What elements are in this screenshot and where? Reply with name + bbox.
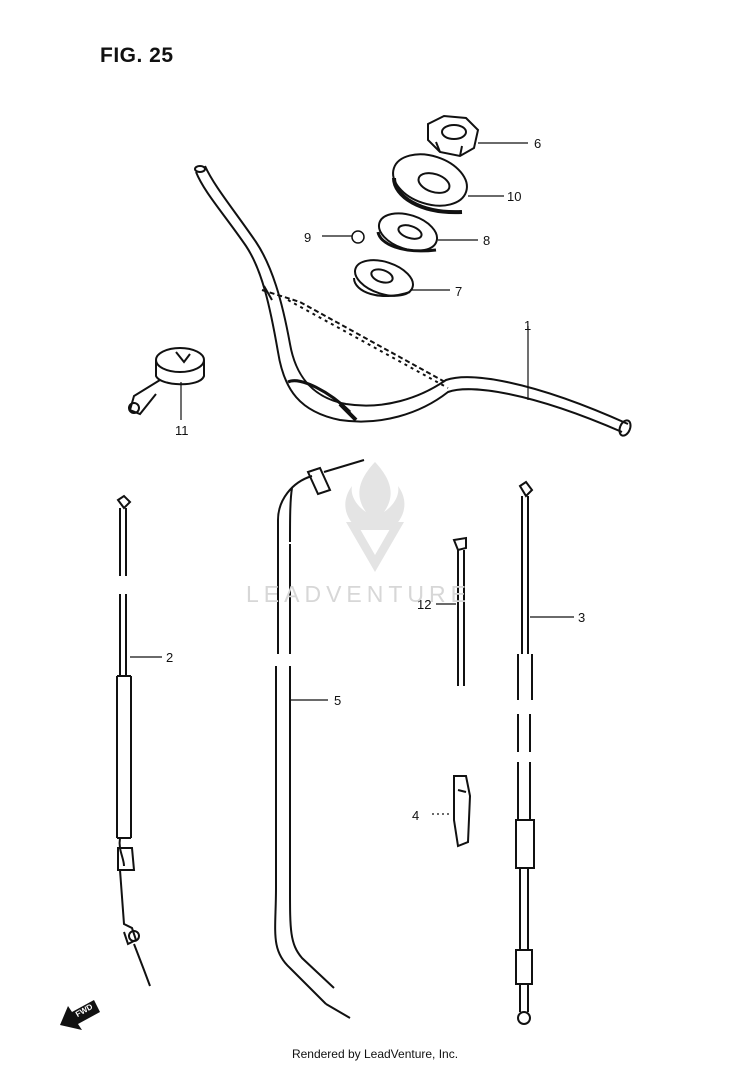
callout-5: 5 bbox=[334, 693, 342, 708]
cable-2 bbox=[116, 494, 151, 987]
callout-9: 9 bbox=[304, 230, 312, 245]
ball bbox=[351, 230, 365, 244]
callout-8: 8 bbox=[483, 233, 491, 248]
clip bbox=[453, 775, 472, 848]
figure-title: FIG. 25 bbox=[100, 44, 174, 67]
callout-4: 4 bbox=[412, 808, 420, 823]
callout-6: 6 bbox=[534, 136, 542, 151]
washer-large bbox=[392, 153, 468, 215]
nut bbox=[427, 114, 480, 158]
watermark-logo bbox=[345, 462, 405, 572]
cable-tie bbox=[452, 536, 467, 686]
callout-2: 2 bbox=[166, 650, 174, 665]
washer-medium bbox=[376, 212, 439, 253]
leader-lines bbox=[130, 142, 574, 815]
callout-1: 1 bbox=[524, 318, 532, 333]
throttle-grip bbox=[128, 347, 205, 416]
callout-12: 12 bbox=[417, 597, 432, 612]
fwd-arrow-icon bbox=[60, 1000, 100, 1030]
footer-credit: Rendered by LeadVenture, Inc. bbox=[291, 1047, 459, 1061]
cable-5 bbox=[274, 459, 365, 1019]
callout-7: 7 bbox=[455, 284, 463, 299]
callout-3: 3 bbox=[578, 610, 586, 625]
callout-11: 11 bbox=[175, 423, 189, 438]
bearing bbox=[353, 259, 414, 297]
callout-10: 10 bbox=[507, 189, 522, 204]
handlebar bbox=[194, 165, 632, 437]
watermark-text: LEADVENTURE bbox=[246, 581, 471, 607]
cable-3 bbox=[515, 480, 535, 1025]
